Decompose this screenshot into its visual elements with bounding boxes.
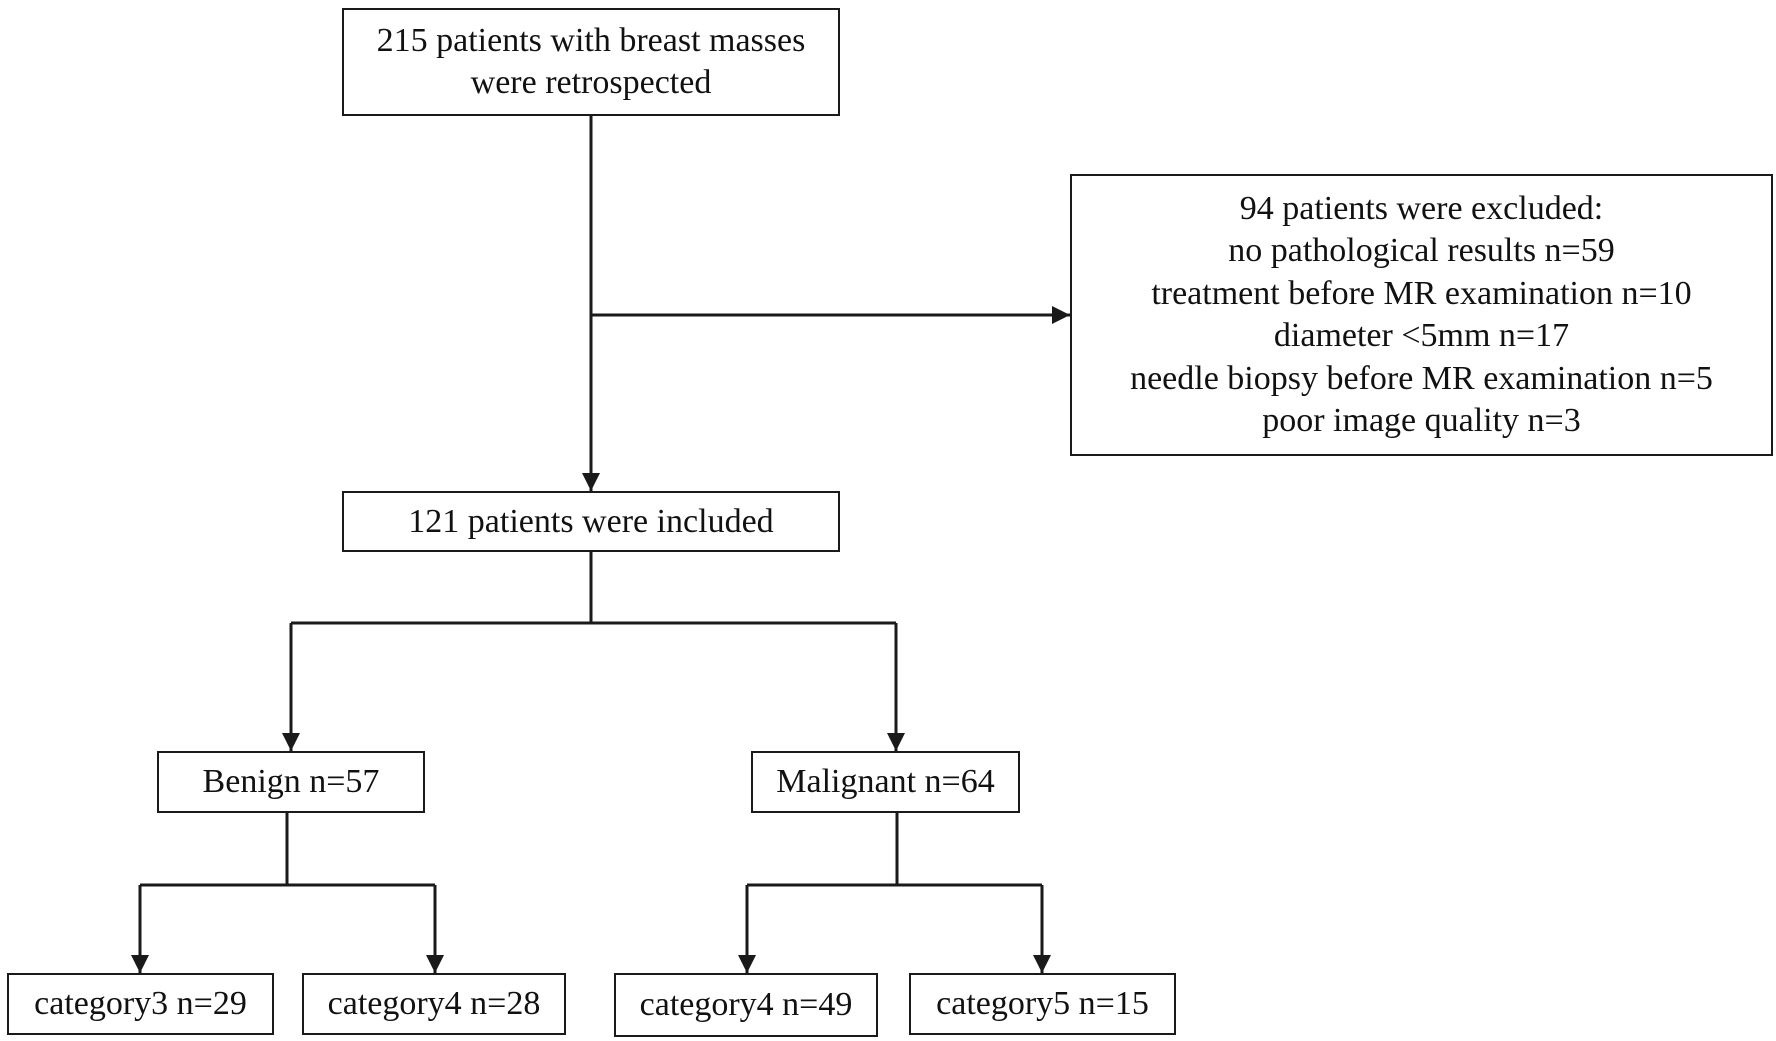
excluded-reason-image-quality: poor image quality n=3 xyxy=(1262,402,1581,439)
retrospected-line-2: were retrospected xyxy=(470,64,712,101)
benign-category3-box: category3 n=29 xyxy=(7,973,274,1035)
malignant-box: Malignant n=64 xyxy=(751,751,1020,813)
excluded-reason-needle-biopsy: needle biopsy before MR examination n=5 xyxy=(1130,359,1713,397)
retrospected-line-1: 215 patients with breast masses xyxy=(376,22,806,59)
excluded-reason-prior-treatment: treatment before MR examination n=10 xyxy=(1151,274,1692,312)
malignant-category4-label: category4 n=49 xyxy=(639,986,853,1023)
benign-box: Benign n=57 xyxy=(157,751,425,813)
benign-category4-label: category4 n=28 xyxy=(327,985,541,1022)
malignant-category4-box: category4 n=49 xyxy=(614,973,878,1037)
included-patients-box: 121 patients were included xyxy=(342,491,840,552)
malignant-category5-label: category5 n=15 xyxy=(936,985,1149,1022)
benign-category3-label: category3 n=29 xyxy=(34,985,247,1022)
excluded-patients-box: 94 patients were excluded: no pathologic… xyxy=(1070,174,1773,456)
excluded-reason-diameter: diameter <5mm n=17 xyxy=(1273,317,1570,354)
included-label: 121 patients were included xyxy=(408,502,774,540)
benign-category4-box: category4 n=28 xyxy=(302,973,566,1035)
benign-label: Benign n=57 xyxy=(202,763,380,800)
excluded-heading: 94 patients were excluded: xyxy=(1239,189,1604,227)
excluded-reason-no-pathology: no pathological results n=59 xyxy=(1228,232,1615,269)
malignant-label: Malignant n=64 xyxy=(776,763,995,800)
malignant-category5-box: category5 n=15 xyxy=(909,973,1176,1035)
retrospected-patients-box: 215 patients with breast masses were ret… xyxy=(342,8,840,116)
